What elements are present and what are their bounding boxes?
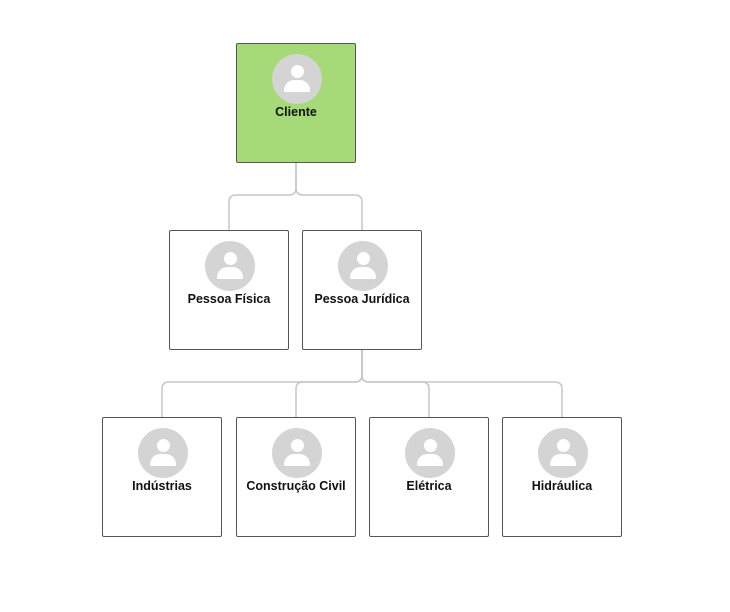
node-pessoa-fisica[interactable]: Pessoa Física: [169, 230, 289, 350]
person-icon: [272, 428, 322, 478]
node-construcao-civil[interactable]: Construção Civil: [236, 417, 356, 537]
connector-juridica-industrias: [161, 350, 363, 417]
person-icon: [272, 54, 322, 104]
node-industrias[interactable]: Indústrias: [102, 417, 222, 537]
node-eletrica[interactable]: Elétrica: [369, 417, 489, 537]
person-icon: [405, 428, 455, 478]
node-label: Construção Civil: [246, 479, 346, 493]
node-label: Pessoa Jurídica: [314, 292, 410, 306]
node-hidraulica[interactable]: Hidráulica: [502, 417, 622, 537]
node-label: Cliente: [275, 105, 317, 119]
connector-juridica-eletrica: [361, 350, 430, 417]
person-icon: [138, 428, 188, 478]
connector-juridica-construcao-civil: [295, 350, 363, 417]
node-label: Indústrias: [132, 479, 192, 493]
person-icon: [205, 241, 255, 291]
person-icon: [538, 428, 588, 478]
node-label: Pessoa Física: [187, 292, 271, 306]
node-cliente[interactable]: Cliente: [236, 43, 356, 163]
connector-juridica-hidraulica: [361, 350, 563, 417]
node-label: Hidráulica: [531, 479, 593, 493]
connector-cliente-pessoa-juridica: [295, 163, 363, 230]
node-pessoa-juridica[interactable]: Pessoa Jurídica: [302, 230, 422, 350]
person-icon: [338, 241, 388, 291]
node-label: Elétrica: [406, 479, 452, 493]
connector-cliente-pessoa-fisica: [228, 163, 297, 230]
